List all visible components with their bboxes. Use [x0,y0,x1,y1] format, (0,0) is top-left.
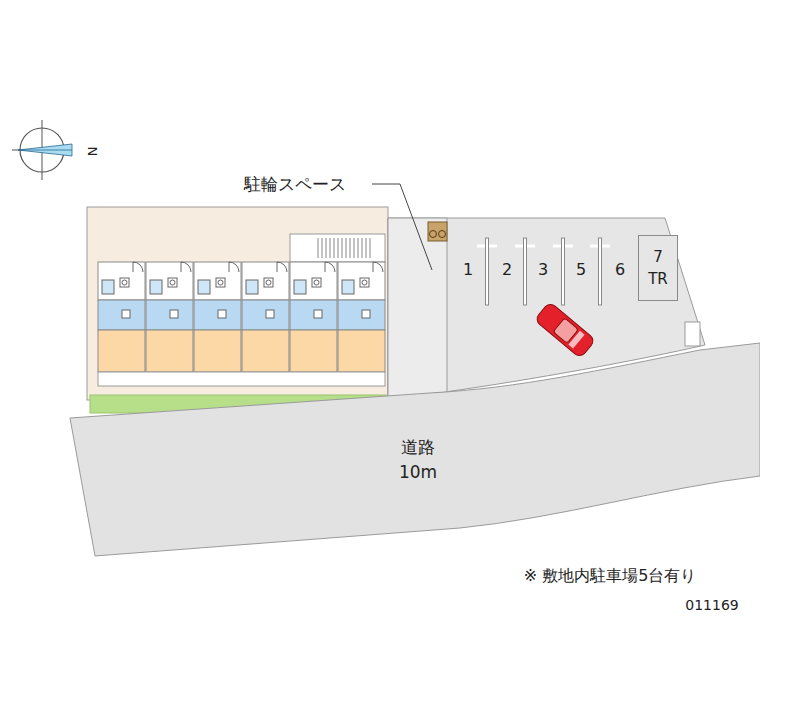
apartment-units [98,262,385,372]
north-mark: N [85,146,100,156]
stair-step [338,238,339,258]
unit [194,262,241,372]
stair-step [326,238,327,258]
car-icon [534,302,595,359]
stall-line-edges [486,238,602,305]
stair-step [334,238,335,258]
stall-lines [477,238,610,305]
site-post [685,322,700,346]
unit [98,262,145,372]
parking-space-box: 7 TR [638,235,678,301]
unit [338,262,385,372]
stair-step [342,238,343,258]
image-code: 011169 [685,597,738,613]
stair-step [358,238,359,258]
unit [290,262,337,372]
note: ※ 敷地内駐車場5台有り [524,567,697,585]
stair-landing [290,234,385,262]
area-label: 駐輪スペース [242,175,348,195]
space-number: 5 [576,261,586,279]
road-band: 道路 10m [60,330,760,570]
bicycle-space [388,218,447,398]
bicycle-wheel [439,231,446,238]
space-number: 6 [615,261,625,279]
space-number: 2 [502,261,512,279]
building-site [87,207,388,400]
stair-step [346,238,347,258]
unit [242,262,289,372]
space-number: 3 [538,261,548,279]
leader-line [372,184,432,270]
bicycle-wheel [430,231,437,238]
stair-step [362,238,363,258]
stair-step [322,238,323,258]
bicycle-icon [428,222,447,241]
stair-step [366,238,367,258]
stair-step [354,238,355,258]
stair-steps [318,238,370,258]
stair-step [318,238,319,258]
space-number: 1 [463,261,473,279]
stair-step [350,238,351,258]
unit [146,262,193,372]
stair-step [370,238,371,258]
space-number: 7 TR [646,246,670,291]
road-label: 道路 10m [395,435,441,486]
compass [12,120,72,180]
corridor [98,372,385,386]
stair-step [330,238,331,258]
